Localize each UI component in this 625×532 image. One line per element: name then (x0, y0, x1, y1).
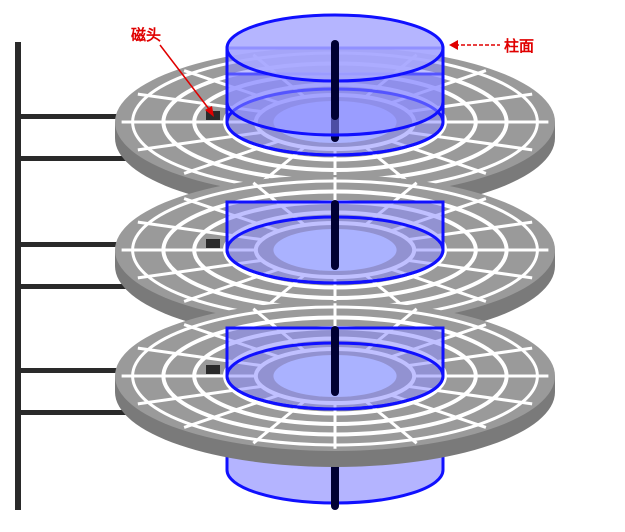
actuator-arm (18, 410, 128, 415)
read-write-head (206, 365, 220, 374)
spindle (331, 200, 339, 270)
cylinder-label: 柱面 (504, 37, 534, 55)
actuator-arm-shaft (15, 42, 21, 510)
head-label: 磁头 (131, 26, 161, 44)
spindle-bottom (331, 455, 339, 510)
cylinder-pointer-arrow (449, 40, 458, 50)
head-annotation: 磁头 (131, 26, 214, 117)
actuator-arm (18, 284, 128, 289)
read-write-head (206, 239, 220, 248)
head-pointer-line (159, 44, 213, 114)
spindle (331, 326, 339, 396)
actuator-arm (18, 156, 128, 161)
cylinder-annotation: 柱面 (449, 37, 534, 55)
platter (18, 301, 555, 467)
cylinder-top (225, 13, 445, 137)
head-pointer-arrow (205, 106, 214, 117)
spindle-top (331, 40, 339, 120)
platter-stack (18, 47, 555, 467)
